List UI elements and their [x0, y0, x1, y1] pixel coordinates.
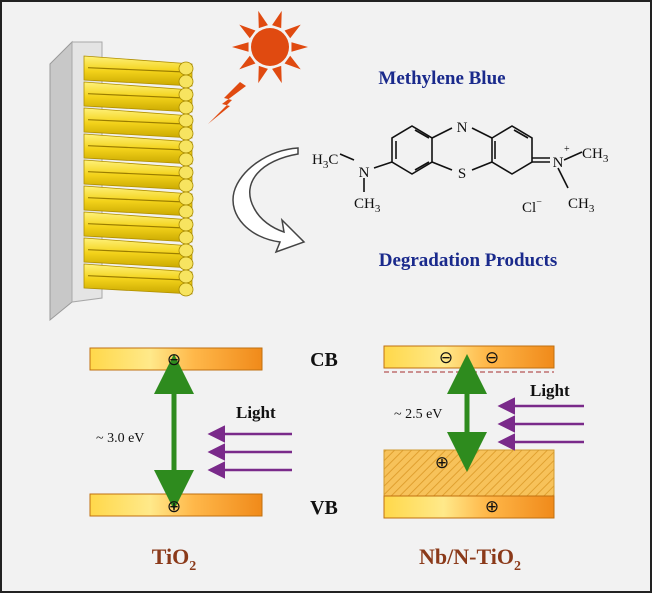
nbn-hole-vb: ⊕ [485, 497, 499, 516]
atom-n-charge: + [564, 144, 570, 155]
substrate-edge [49, 40, 73, 322]
nbn-light-label: Light [530, 381, 570, 400]
nanotube-rows [83, 55, 194, 297]
molecule-atom-labels: N S N N + H3C CH3 CH3 CH3 Cl− [312, 120, 609, 216]
nbn-electron-2: ⊖ [485, 348, 499, 367]
nbn-hole-midgap: ⊕ [435, 453, 449, 472]
tio2-hole: ⊕ [167, 497, 181, 516]
atom-n-left: N [359, 165, 370, 181]
lightning-bolt-icon [208, 82, 246, 124]
tio2-light-label: Light [236, 403, 276, 422]
nbn-conduction-band [383, 345, 555, 369]
tio2-gap-label: ~ 3.0 eV [96, 431, 144, 446]
atom-n-top: N [457, 120, 468, 136]
methylene-blue-structure [339, 125, 583, 192]
nbn-valence-band [383, 495, 555, 519]
nbn-light-arrows [497, 397, 584, 451]
tio2-label: TiO2 [152, 544, 197, 574]
group-ch3-left: CH3 [354, 196, 381, 215]
nanotube-array-illustration [49, 40, 194, 322]
group-ch3-lower-right: CH3 [568, 196, 595, 215]
tio2-electron: ⊖ [167, 350, 181, 369]
nbn-electron-1: ⊖ [439, 348, 453, 367]
nbn-tio2-label: Nb/N-TiO2 [419, 544, 521, 574]
vb-label: VB [310, 497, 338, 519]
group-ch3-upper-right: CH3 [582, 146, 609, 165]
molecule-title: Methylene Blue [378, 68, 505, 89]
group-h3c: H3C [312, 152, 338, 171]
sun-icon [232, 10, 308, 84]
nbn-midgap-states [383, 449, 555, 497]
tio2-band-diagram: ⊖ ⊕ ~ 3.0 eV Light TiO2 [89, 347, 292, 574]
nbn-tio2-band-diagram: ⊖ ⊖ ⊕ ⊕ ~ 2.5 eV Light Nb/N-TiO2 [383, 345, 584, 574]
curved-reaction-arrow-icon [232, 147, 306, 254]
tio2-light-arrows [207, 425, 292, 479]
cb-label: CB [310, 349, 338, 371]
atom-n-right: N [553, 155, 564, 171]
degradation-products-label: Degradation Products [379, 250, 558, 271]
chloride-ion: Cl− [522, 197, 542, 216]
atom-s: S [458, 166, 466, 182]
nbn-gap-label: ~ 2.5 eV [394, 407, 442, 422]
